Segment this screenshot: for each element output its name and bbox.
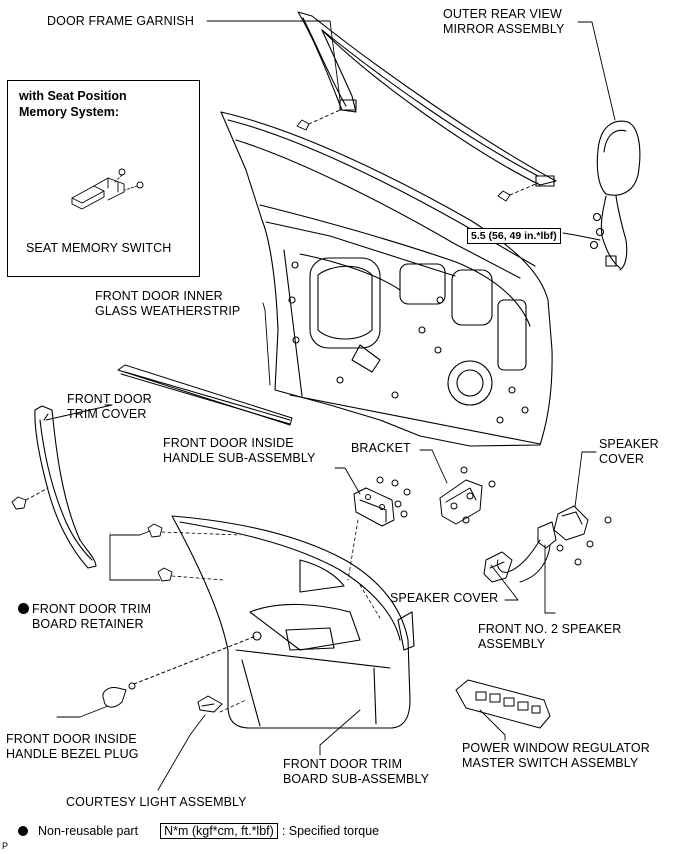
seat-memory-switch [71,168,144,210]
trim-board [171,515,415,729]
clip [11,487,49,510]
no2-speaker [497,521,557,583]
power-window-switch [455,679,551,729]
legend-torque-unit: N*m (kgf*cm, ft.*lbf) [160,823,278,839]
courtesy-light [197,695,223,713]
door-inner-panel [220,111,553,447]
inner-glass-weatherstrip [117,364,293,426]
clip [296,109,539,202]
label-door-frame-garnish: DOOR FRAME GARNISH [47,14,194,28]
non-reusable-bullet [18,603,29,614]
legend: Non-reusable part N*m (kgf*cm, ft.*lbf) … [18,823,379,839]
speaker-cover-lower [483,551,513,583]
bracket [439,466,496,525]
page-label: P [2,841,9,851]
legend-non-reusable: Non-reusable part [38,824,139,838]
label-seat-memory-switch: SEAT MEMORY SWITCH [26,241,172,255]
assembly-lines [161,519,381,713]
outer-mirror [589,120,641,271]
label-trim-board-retainer: FRONT DOOR TRIM BOARD RETAINER [18,602,151,632]
label-bracket: BRACKET [351,441,411,455]
trim-cover [34,405,97,569]
leader-lines [45,20,616,791]
trim-board-retainer [147,523,173,582]
torque-spec-box: 5.5 (56, 49 in.*lbf) [467,228,561,244]
label-courtesy-light: COURTESY LIGHT ASSEMBLY [66,795,247,809]
legend-torque-desc: : Specified torque [281,824,380,838]
speaker-cover-upper [553,505,612,566]
inset-title: with Seat Position Memory System: [19,89,127,119]
label-speaker-cover-lower: SPEAKER COVER [390,591,499,605]
door-frame-garnish [297,11,557,187]
seat-memory-inset [7,80,200,277]
bezel-plug [102,635,257,708]
inside-handle [353,476,411,527]
non-reusable-dot-icon [18,826,28,836]
